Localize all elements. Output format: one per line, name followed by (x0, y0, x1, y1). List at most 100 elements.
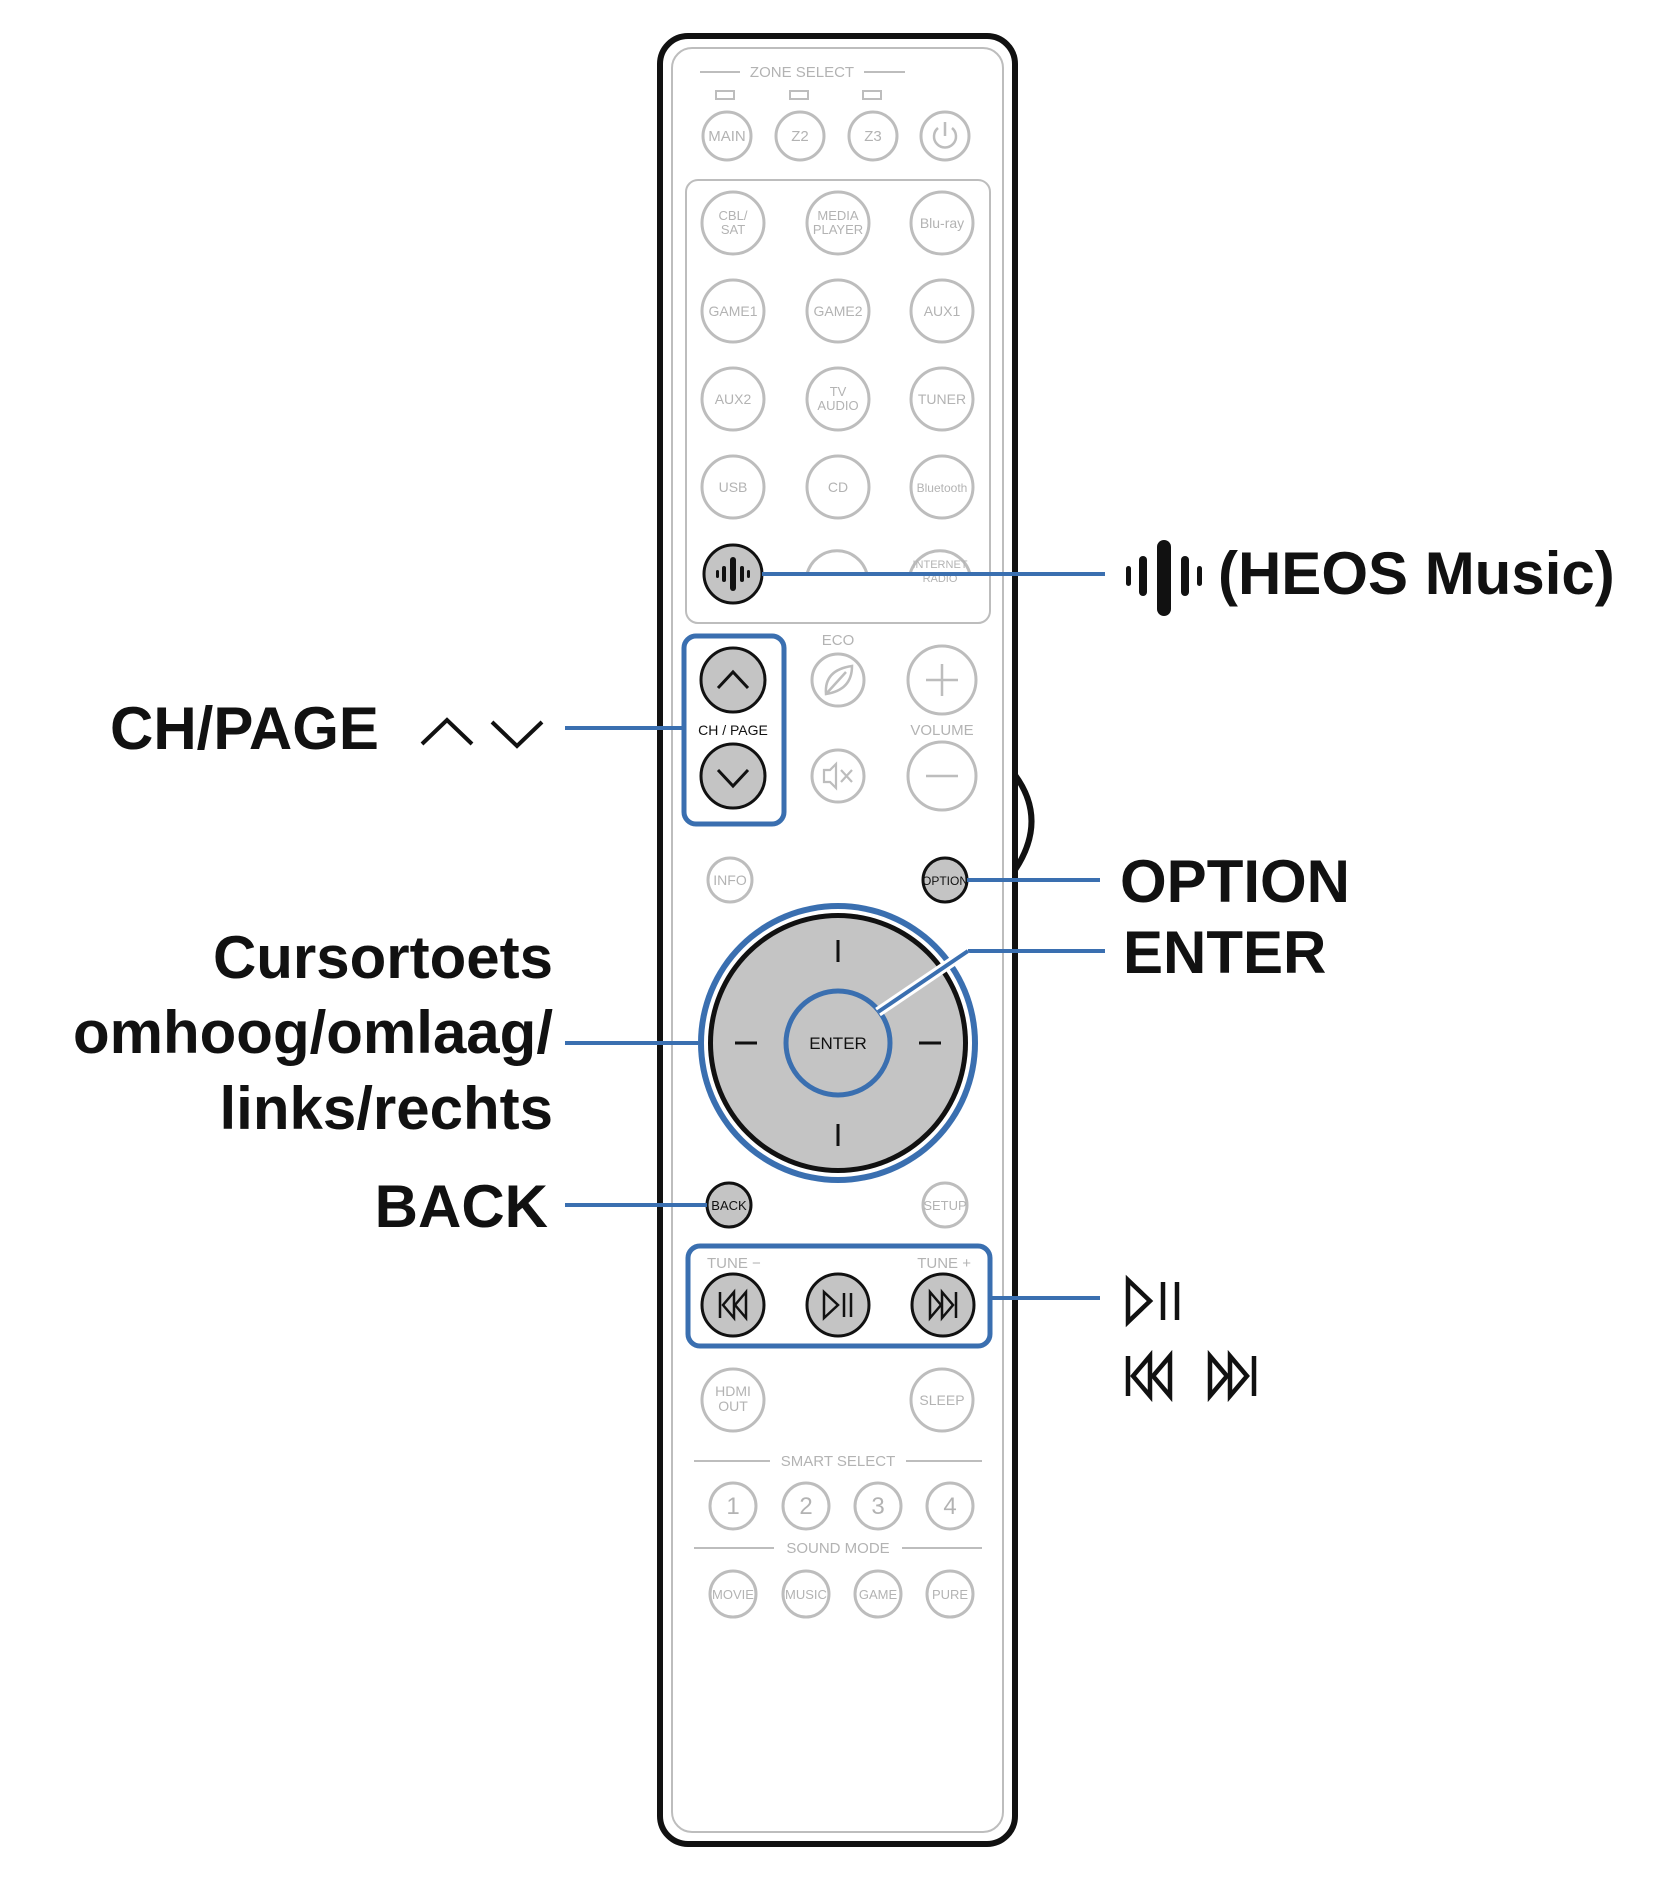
source-game1-button[interactable]: GAME1 (700, 278, 766, 344)
source-blu-ray-button[interactable]: Blu-ray (909, 190, 975, 256)
heos-icon (716, 557, 750, 591)
sound-mode-buttons: MOVIE MUSIC GAME PURE (708, 1569, 975, 1619)
source-button-label: AUX1 (924, 303, 961, 319)
cursor-callout-line-3: links/rechts (220, 1075, 554, 1142)
svg-text:Z2: Z2 (791, 128, 809, 145)
power-button[interactable] (919, 110, 971, 162)
eco-label: ECO (822, 632, 855, 649)
source-aux1-button[interactable]: AUX1 (909, 278, 975, 344)
leaf-icon (824, 664, 854, 696)
cursor-callout-line-2: omhoog/omlaag/ (73, 999, 553, 1066)
heos-button[interactable] (702, 543, 764, 605)
zone-2-button[interactable]: Z2 (774, 110, 826, 162)
back-callout-label: BACK (375, 1173, 548, 1240)
option-button[interactable]: OPTION (921, 856, 969, 904)
chevron-down-icon (716, 768, 750, 789)
plus-icon (926, 664, 958, 696)
source-bluetooth-button[interactable]: Bluetooth (909, 454, 975, 520)
play-pause-button[interactable] (805, 1272, 871, 1338)
hdmi-out-button[interactable]: HDMI OUT (700, 1367, 766, 1433)
smart-select-section: SMART SELECT (694, 1453, 982, 1470)
svg-text:SETUP: SETUP (923, 1198, 966, 1213)
ch-page-callout-label: CH/PAGE (110, 695, 379, 762)
tune-minus-label: TUNE − (707, 1255, 761, 1272)
enter-leader-line (875, 946, 1105, 1017)
smart-select-label: SMART SELECT (781, 1453, 895, 1470)
sound-mode-pure-button[interactable]: PURE (925, 1569, 975, 1619)
cursor-callout-line-1: Cursortoets (213, 924, 553, 991)
source-button-label: AUDIO (817, 398, 858, 413)
sound-mode-game-button[interactable]: GAME (853, 1569, 903, 1619)
mute-icon (822, 761, 853, 791)
smart-select-buttons: 1 2 3 4 (708, 1481, 975, 1531)
source-button-label: USB (719, 479, 748, 495)
svg-text:OPTION: OPTION (922, 874, 968, 888)
smart-select-1-button[interactable]: 1 (708, 1481, 758, 1531)
svg-text:INTERNET: INTERNET (913, 559, 968, 571)
ch-page-down-button[interactable] (699, 742, 767, 810)
previous-track-button[interactable] (700, 1272, 766, 1338)
source-button-label: TUNER (918, 391, 966, 407)
ch-page-label: CH / PAGE (698, 722, 768, 738)
source-button-label: PLAYER (813, 222, 863, 237)
mute-button[interactable] (810, 748, 866, 804)
zone-3-button[interactable]: Z3 (847, 110, 899, 162)
volume-up-button[interactable] (906, 644, 978, 716)
smart-select-2-button[interactable]: 2 (781, 1481, 831, 1531)
play-pause-icon (822, 1289, 853, 1321)
enter-callout-label: ENTER (1123, 919, 1326, 986)
source-cd-button[interactable]: CD (805, 454, 871, 520)
skip-callout-icons (1125, 1349, 1257, 1403)
power-icon (932, 122, 958, 149)
source-button-label: AUX2 (715, 391, 752, 407)
tune-plus-label: TUNE + (917, 1255, 971, 1272)
svg-text:BACK: BACK (711, 1198, 747, 1213)
setup-button[interactable]: SETUP (921, 1181, 969, 1229)
sleep-button[interactable]: SLEEP (909, 1367, 975, 1433)
source-button-label: CD (828, 479, 848, 495)
source-button-label: TV (830, 384, 847, 399)
sound-mode-label: SOUND MODE (786, 1540, 889, 1557)
zone-select-section: ZONE SELECT MAIN Z2 Z3 (700, 64, 971, 162)
svg-text:ENTER: ENTER (809, 1034, 867, 1053)
blank-source-button[interactable] (805, 549, 869, 575)
next-track-button[interactable] (910, 1272, 976, 1338)
source-button-label: Bluetooth (917, 481, 968, 495)
ch-page-up-button[interactable] (699, 646, 767, 714)
volume-down-button[interactable] (906, 740, 978, 812)
smart-select-number: 1 (726, 1493, 739, 1520)
ch-page-callout-arrows-icon (420, 717, 544, 749)
zone-main-button[interactable]: MAIN (701, 110, 753, 162)
enter-button[interactable]: ENTER (783, 988, 893, 1098)
info-button[interactable]: INFO (706, 856, 754, 904)
sound-mode-movie-button[interactable]: MOVIE (708, 1569, 758, 1619)
smart-select-number: 4 (943, 1493, 956, 1520)
smart-select-3-button[interactable]: 3 (853, 1481, 903, 1531)
heos-music-label: (HEOS Music) (1218, 540, 1615, 607)
sound-mode-label-text: MUSIC (785, 1587, 827, 1602)
source-aux2-button[interactable]: AUX2 (700, 366, 766, 432)
source-button-label: Blu-ray (920, 215, 964, 231)
sound-mode-music-button[interactable]: MUSIC (781, 1569, 831, 1619)
smart-select-4-button[interactable]: 4 (925, 1481, 975, 1531)
back-button[interactable]: BACK (705, 1181, 753, 1229)
source-button-label: CBL/ (719, 208, 748, 223)
source-game2-button[interactable]: GAME2 (805, 278, 871, 344)
sound-mode-label-text: PURE (932, 1587, 968, 1602)
sound-mode-label-text: GAME (859, 1587, 898, 1602)
svg-text:SLEEP: SLEEP (919, 1392, 964, 1408)
svg-text:Z3: Z3 (864, 128, 882, 145)
smart-select-number: 3 (871, 1493, 884, 1520)
eco-button[interactable] (810, 652, 866, 708)
source-usb-button[interactable]: USB (700, 454, 766, 520)
source-cbl-sat-button[interactable]: CBL/SAT (700, 190, 766, 256)
smart-select-number: 2 (799, 1493, 812, 1520)
play-pause-callout-icon (1125, 1274, 1180, 1328)
volume-label: VOLUME (910, 722, 973, 739)
ch-page-group: CH / PAGE (681, 633, 787, 827)
source-tuner-button[interactable]: TUNER (909, 366, 975, 432)
